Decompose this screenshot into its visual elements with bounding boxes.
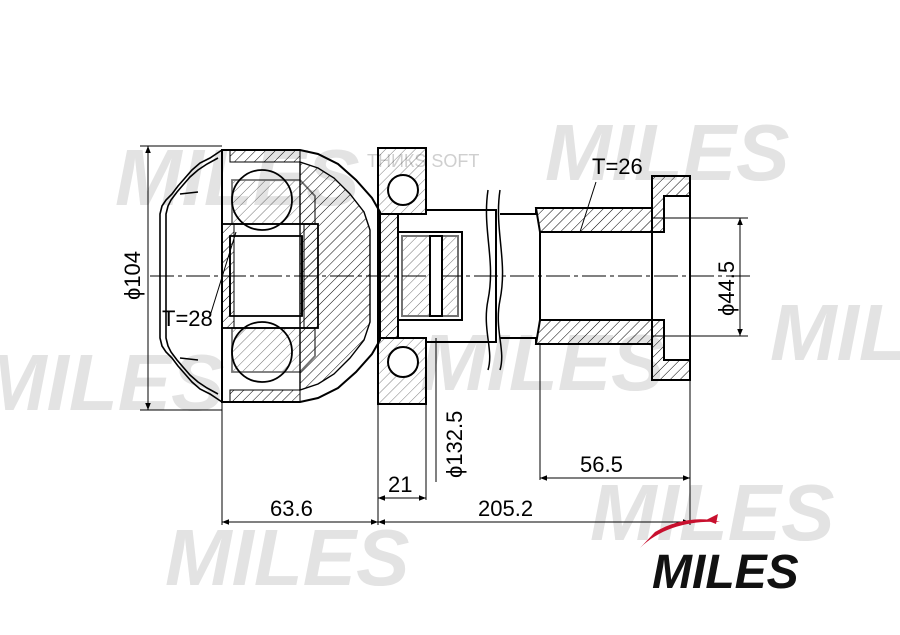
balls-and-cage <box>221 169 319 383</box>
dim-diameter-shaft: ϕ44.5 <box>714 261 739 316</box>
flange <box>377 147 427 405</box>
housing-wall-hatch <box>299 161 371 391</box>
brand-logo: MILES <box>640 514 799 599</box>
watermark-text: MILES <box>770 288 900 377</box>
dim-diameter-flange: ϕ132.5 <box>442 411 467 478</box>
dim-wall-left: T=28 <box>162 306 213 331</box>
dim-length-total: 205.2 <box>478 496 533 521</box>
output-shaft <box>500 175 691 381</box>
housing-top-hatch <box>229 149 301 163</box>
dim-wall-right: T=26 <box>592 154 643 179</box>
watermark-text: MILES <box>165 513 409 602</box>
inner-race-hatch <box>303 223 319 329</box>
brand-horse-icon <box>706 514 718 524</box>
dim-diameter-outer: ϕ104 <box>120 251 145 300</box>
dim-length-flange: 21 <box>388 472 412 497</box>
housing-bottom-hatch <box>229 389 301 403</box>
watermark-layer: MILES MILES MILES MILES MILES MILES MILE… <box>0 108 900 602</box>
bearing-ball-bottom <box>387 346 419 378</box>
watermark-text: MILES <box>0 338 224 427</box>
bearing-ball-top <box>387 174 419 206</box>
inner-race-hatch <box>221 223 235 329</box>
hub-body <box>377 209 497 343</box>
brand-swoosh-icon <box>640 519 720 548</box>
watermark-text: MILES <box>590 468 834 557</box>
dim-length-left: 63.6 <box>270 496 313 521</box>
dim-length-right: 56.5 <box>580 452 623 477</box>
brand-name: MILES <box>652 546 799 599</box>
break-lines <box>485 189 504 371</box>
dimension-lines <box>140 145 748 525</box>
